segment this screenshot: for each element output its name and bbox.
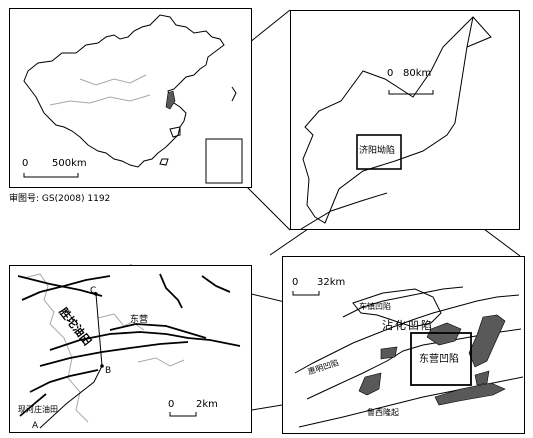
- section-line-bc: [95, 293, 103, 367]
- jiyang-box-label: 济阳坳陷: [359, 146, 396, 156]
- fault-line: [21, 275, 111, 301]
- fault-line: [49, 331, 241, 351]
- scale-bar: [169, 412, 197, 417]
- basin-boundary: [294, 294, 520, 374]
- luxi-uplift-label: 鲁西隆起: [367, 408, 399, 417]
- map-approval-note: 审图号: GS(2008) 1192: [9, 194, 111, 204]
- xianhezhuang-field-label: 现河庄油田: [18, 405, 58, 414]
- fault-line: [109, 323, 207, 339]
- fault-line: [19, 393, 47, 417]
- scale-zero-label: 0: [387, 68, 394, 79]
- province-line: [49, 94, 151, 106]
- scale-distance-label: 80km: [403, 68, 432, 79]
- point-c-label: C: [90, 286, 97, 296]
- sea-islands: [231, 86, 237, 102]
- region-outline: [302, 16, 492, 224]
- fault-line: [159, 273, 183, 309]
- gray-sag: [380, 346, 398, 360]
- south-sea-inset: [205, 138, 243, 184]
- oilfield-map-panel: 胜坨油田 东营 现河庄油田 A B C 0 2km: [9, 265, 252, 433]
- subbasin-map-panel: 0 32km 车镇凹陷 沾化凹陷 惠明凹陷 东营凹陷 鲁西隆起: [282, 256, 525, 434]
- section-line-ab: [39, 365, 103, 429]
- scale-bar: [388, 90, 434, 95]
- zhanhua-sag-label: 沾化凹陷: [382, 319, 434, 332]
- dongying-sag-label: 东营凹陷: [419, 354, 459, 365]
- scale-zero-label: 0: [292, 277, 299, 288]
- scale-zero-label: 0: [168, 399, 175, 410]
- hainan-island: [159, 158, 169, 166]
- jiyang-location-marker: [165, 90, 176, 110]
- luxi-boundary: [298, 376, 524, 428]
- gray-sag: [434, 382, 506, 406]
- fault-line: [39, 341, 189, 367]
- point-b-marker: [100, 364, 104, 368]
- point-a-label: A: [32, 421, 39, 431]
- depression-map-panel: 0 80km 济阳坳陷: [290, 10, 520, 230]
- province-line: [79, 74, 147, 86]
- gray-sag: [474, 370, 490, 386]
- fault-line: [201, 275, 231, 293]
- coast-line: [466, 16, 474, 48]
- scale-distance-label: 32km: [317, 277, 346, 288]
- jiyang-box: [356, 134, 402, 170]
- point-c-marker: [94, 292, 98, 296]
- fault-line: [17, 275, 103, 297]
- taiwan-island: [169, 126, 181, 138]
- scale-distance-label: 500km: [52, 158, 87, 169]
- chezhen-sag-label: 车镇凹陷: [359, 302, 391, 311]
- gray-sag: [426, 322, 462, 346]
- point-b-label: B: [105, 366, 112, 376]
- county-boundary: [137, 357, 185, 367]
- scale-bar: [23, 173, 79, 178]
- gray-sag: [358, 372, 382, 396]
- chezhen-outline: [352, 288, 442, 328]
- scale-distance-label: 2km: [196, 399, 218, 410]
- scale-zero-label: 0: [22, 158, 29, 169]
- fault-line: [29, 369, 99, 393]
- china-border: [23, 14, 225, 168]
- boundary-line: [300, 192, 388, 229]
- china-outline-map: [23, 14, 243, 184]
- dongying-box: [410, 332, 472, 386]
- basin-boundary: [342, 286, 464, 318]
- gray-sag: [468, 314, 506, 368]
- regional-outline-map: [300, 16, 492, 229]
- scale-bar: [292, 291, 320, 296]
- oilfield-outline-map: [17, 273, 241, 429]
- subbasin-outline-map: [292, 286, 524, 428]
- china-map-panel: 0 500km: [9, 8, 252, 188]
- dongying-city-label: 东营: [130, 315, 149, 325]
